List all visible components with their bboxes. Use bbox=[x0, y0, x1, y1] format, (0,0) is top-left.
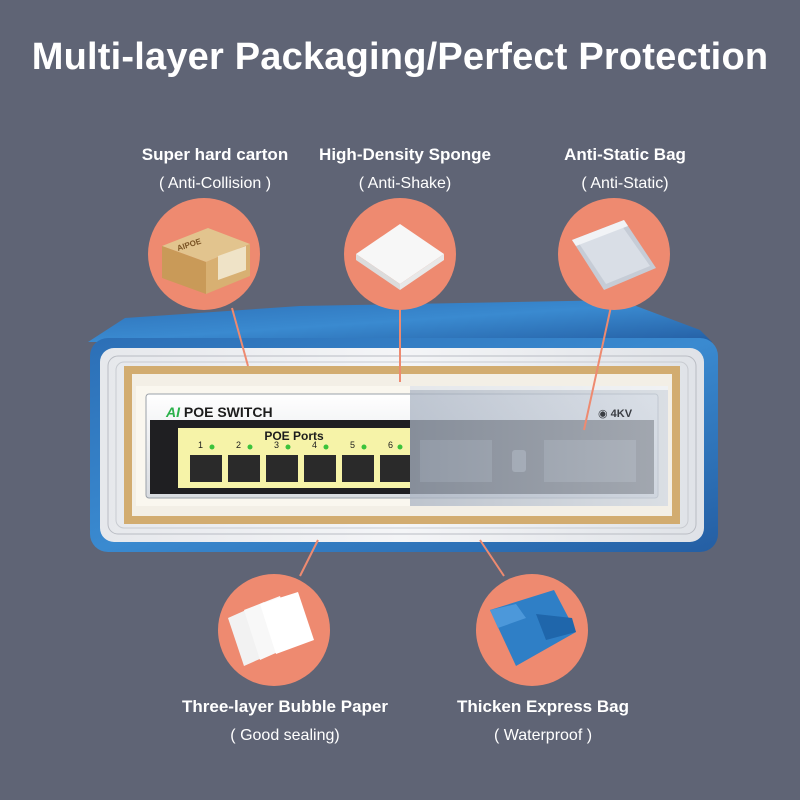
label-bubble-paper: Three-layer Bubble Paper ( Good sealing) bbox=[160, 697, 410, 745]
leader-lines bbox=[231, 301, 613, 577]
bubble-paper-icon bbox=[218, 574, 330, 686]
port-number-5: 5 bbox=[350, 440, 356, 450]
port-number-3: 3 bbox=[274, 440, 280, 450]
sponge-name: High-Density Sponge bbox=[319, 145, 491, 164]
port-number-2: 2 bbox=[236, 440, 242, 450]
page-title: Multi-layer Packaging/Perfect Protection bbox=[31, 36, 769, 78]
surge-label: ◉ 4KV bbox=[598, 407, 632, 420]
surge-text: 4KV bbox=[610, 408, 633, 420]
port-3 bbox=[266, 455, 298, 482]
express-bag-name: Thicken Express Bag bbox=[457, 697, 629, 716]
poe-ports bbox=[190, 455, 410, 482]
carton-name: Super hard carton bbox=[141, 145, 289, 164]
port-number-1: 1 bbox=[198, 440, 204, 450]
label-carton: Super hard carton ( Anti-Collision ) bbox=[110, 145, 320, 193]
label-sponge: High-Density Sponge ( Anti-Shake) bbox=[300, 145, 510, 193]
ports-label: POE Ports bbox=[264, 429, 324, 443]
port-5 bbox=[342, 455, 374, 482]
bubble-wrap-line bbox=[107, 355, 697, 535]
express-bag-icon bbox=[476, 574, 588, 686]
bubble-paper-sub: ( Good sealing) bbox=[230, 727, 340, 744]
switch-label: AI POE SWITCH bbox=[166, 404, 273, 420]
port-6 bbox=[380, 455, 410, 482]
label-antistatic: Anti-Static Bag ( Anti-Static) bbox=[520, 145, 730, 193]
port-1 bbox=[190, 455, 222, 482]
port-4 bbox=[304, 455, 336, 482]
port-number-4: 4 bbox=[312, 440, 318, 450]
sponge-sub: ( Anti-Shake) bbox=[358, 175, 452, 192]
antistatic-bag-icon bbox=[558, 198, 670, 310]
antistatic-sub: ( Anti-Static) bbox=[581, 175, 669, 192]
sponge-icon bbox=[344, 198, 456, 310]
bubble-wrap-line bbox=[115, 361, 689, 529]
port-2 bbox=[228, 455, 260, 482]
antistatic-bag-overlay bbox=[410, 386, 668, 506]
label-express-bag: Thicken Express Bag ( Waterproof ) bbox=[418, 697, 668, 745]
switch-model: POE SWITCH bbox=[183, 404, 273, 420]
port-number-6: 6 bbox=[388, 440, 394, 450]
carton-icon: AIPOE bbox=[148, 198, 260, 310]
switch-brand: AI bbox=[166, 404, 180, 420]
antistatic-name: Anti-Static Bag bbox=[564, 145, 686, 164]
surge-icon: ◉ bbox=[598, 408, 608, 420]
port-leds bbox=[209, 444, 403, 450]
express-bag-sub: ( Waterproof ) bbox=[493, 727, 593, 744]
carton-sub: ( Anti-Collision ) bbox=[158, 175, 272, 192]
bubble-paper-name: Three-layer Bubble Paper bbox=[182, 697, 388, 716]
